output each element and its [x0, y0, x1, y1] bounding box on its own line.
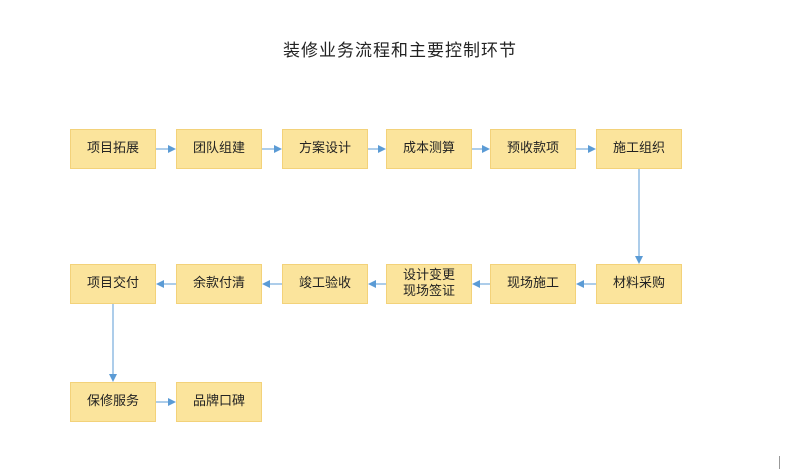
- node-advance-payment: 预收款项: [490, 129, 576, 169]
- node-project-expansion: 项目拓展: [70, 129, 156, 169]
- node-label: 施工组织: [612, 141, 665, 156]
- node-label: 项目拓展: [86, 141, 139, 156]
- node-material-procurement: 材料采购: [596, 264, 682, 304]
- node-label: 成本测算: [402, 141, 455, 156]
- node-label: 方案设计: [298, 141, 351, 156]
- node-label: 保修服务: [86, 394, 139, 409]
- node-label: 团队组建: [192, 141, 245, 156]
- node-construction-organization: 施工组织: [596, 129, 682, 169]
- node-label: 现场施工: [506, 276, 559, 291]
- node-cost-estimate: 成本测算: [386, 129, 472, 169]
- page-edge-mark: [779, 456, 780, 469]
- node-label: 余款付清: [192, 276, 245, 291]
- node-warranty-service: 保修服务: [70, 382, 156, 422]
- node-brand-reputation: 品牌口碑: [176, 382, 262, 422]
- node-site-construction: 现场施工: [490, 264, 576, 304]
- node-label: 项目交付: [86, 276, 139, 291]
- node-design-change-site-visa: 设计变更 现场签证: [386, 264, 472, 304]
- node-completion-acceptance: 竣工验收: [282, 264, 368, 304]
- node-label: 品牌口碑: [192, 394, 245, 409]
- node-label: 竣工验收: [298, 276, 351, 291]
- node-label-line-2: 现场签证: [402, 284, 455, 299]
- node-label: 预收款项: [506, 141, 559, 156]
- node-label-line-1: 设计变更: [402, 268, 455, 283]
- diagram-title: 装修业务流程和主要控制环节: [283, 41, 517, 61]
- node-scheme-design: 方案设计: [282, 129, 368, 169]
- node-label: 材料采购: [612, 276, 665, 291]
- node-balance-payment: 余款付清: [176, 264, 262, 304]
- node-project-delivery: 项目交付: [70, 264, 156, 304]
- node-team-building: 团队组建: [176, 129, 262, 169]
